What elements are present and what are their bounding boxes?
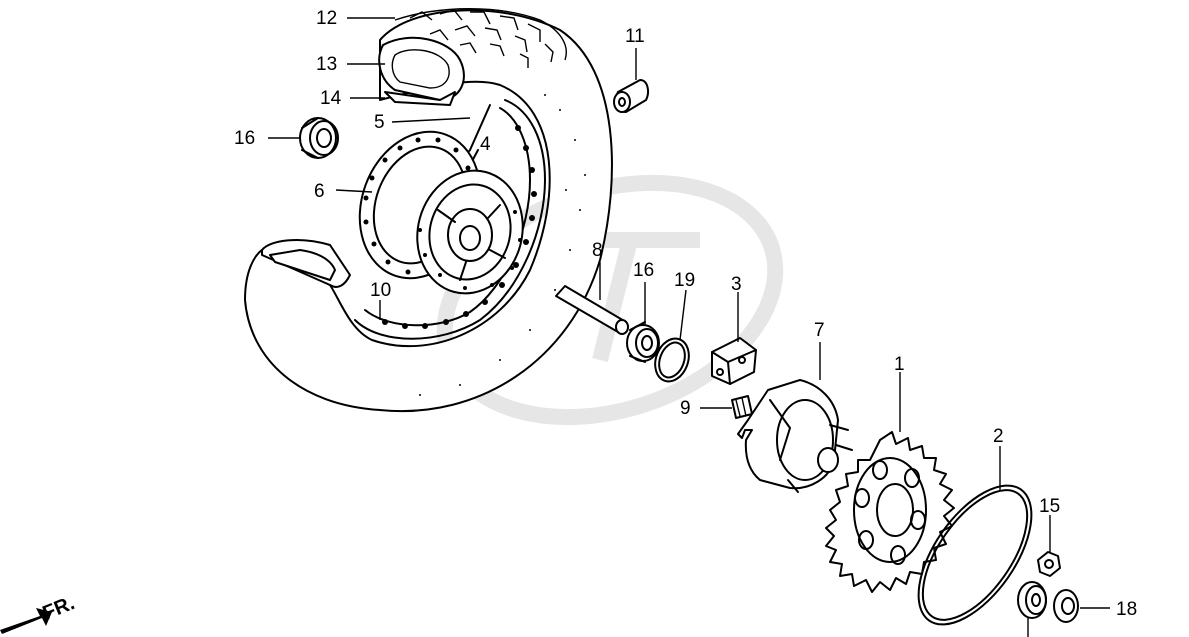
collar[interactable] [613, 79, 649, 113]
rim-spoke-holes [382, 125, 537, 329]
label-part-15: 15 [1039, 496, 1060, 517]
flange-nut[interactable] [1037, 551, 1061, 577]
label-part-16-upper: 16 [234, 128, 255, 149]
label-part-3: 3 [731, 274, 742, 295]
rim-band[interactable] [384, 91, 456, 106]
sprocket-bearing[interactable] [1017, 581, 1047, 619]
label-part-5: 5 [374, 112, 385, 133]
bearing-upper[interactable] [299, 117, 339, 159]
label-part-11: 11 [625, 26, 645, 47]
rim[interactable] [261, 99, 546, 340]
label-part-13: 13 [316, 54, 337, 75]
inner-tube[interactable] [378, 36, 465, 101]
direction-label: FR. [40, 592, 78, 624]
front-direction-marker: FR. [0, 592, 78, 634]
wheel-hub[interactable] [404, 159, 537, 306]
label-part-8: 8 [592, 240, 603, 261]
tire[interactable] [244, 8, 613, 413]
label-part-6: 6 [314, 181, 325, 202]
label-part-1: 1 [894, 354, 905, 375]
hub-spoke-holes [418, 210, 522, 290]
axle-sleeve[interactable] [555, 285, 629, 335]
tread-pattern [409, 9, 554, 68]
driven-flange[interactable] [737, 379, 853, 493]
label-part-10: 10 [370, 280, 391, 301]
damper-rubber[interactable] [731, 395, 753, 419]
label-part-16-lower: 16 [633, 260, 654, 281]
leader-lines [268, 17, 1110, 637]
label-part-14: 14 [320, 88, 342, 109]
label-part-9: 9 [680, 398, 691, 419]
label-part-2: 2 [993, 426, 1004, 447]
dust-seal[interactable] [1053, 589, 1079, 623]
final-driven-sprocket[interactable] [825, 431, 955, 593]
label-part-12: 12 [316, 8, 337, 29]
flange-o-ring[interactable] [896, 467, 1053, 637]
label-part-4: 4 [480, 134, 491, 155]
part-labels: 12 13 14 5 4 16 6 10 11 8 16 19 3 7 9 1 … [234, 8, 1137, 620]
label-part-7: 7 [814, 320, 825, 341]
label-part-19: 19 [674, 270, 695, 291]
sidewall-texture [419, 94, 586, 396]
label-part-18: 18 [1116, 599, 1137, 620]
bearing-lower[interactable] [626, 321, 660, 363]
wheel-damper[interactable] [711, 337, 757, 385]
